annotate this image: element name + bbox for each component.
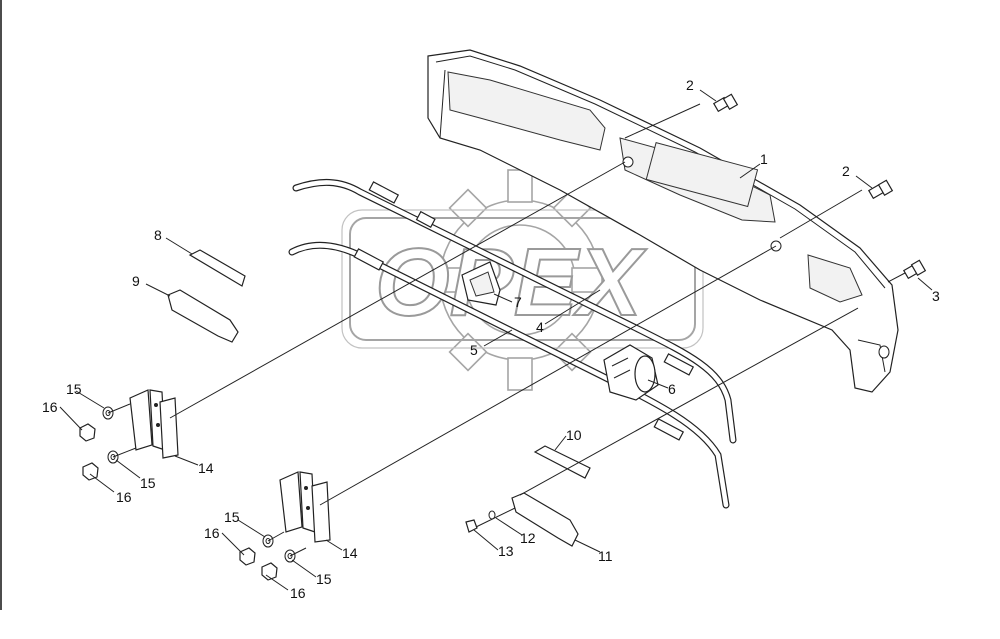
bumper-part-1 bbox=[427, 49, 899, 393]
callout-8: 8 bbox=[154, 227, 162, 243]
assembly-lines bbox=[107, 103, 906, 557]
callout-6: 6 bbox=[668, 381, 676, 397]
nut-part-16b bbox=[82, 462, 99, 481]
bolt-part-3 bbox=[902, 259, 927, 280]
watermark-frame-inner bbox=[341, 209, 704, 349]
callout-14a: 14 bbox=[198, 460, 214, 476]
bracket-part-9 bbox=[167, 289, 239, 343]
callout-16a: 16 bbox=[42, 399, 58, 415]
callout-1: 1 bbox=[760, 151, 768, 167]
bolt-part-2a bbox=[712, 93, 739, 113]
callout-4: 4 bbox=[536, 319, 544, 335]
mount-bracket-part-14b bbox=[279, 471, 331, 543]
callout-16d: 16 bbox=[290, 585, 306, 601]
callout-15b: 15 bbox=[140, 475, 156, 491]
watermark-gear-icon bbox=[437, 169, 603, 391]
callout-11: 11 bbox=[598, 548, 613, 564]
callout-5: 5 bbox=[470, 342, 478, 358]
leader-lines bbox=[59, 89, 933, 591]
callout-14b: 14 bbox=[342, 545, 358, 561]
nut-part-16c bbox=[239, 547, 256, 566]
callout-2a: 2 bbox=[686, 77, 694, 93]
strip-part-10 bbox=[533, 445, 591, 479]
callout-3: 3 bbox=[932, 288, 940, 304]
callout-12: 12 bbox=[520, 530, 536, 546]
mount-bracket-part-14a bbox=[129, 389, 179, 459]
tube-clips bbox=[353, 181, 695, 441]
callout-13: 13 bbox=[498, 543, 514, 559]
callout-16b: 16 bbox=[116, 489, 132, 505]
callout-7: 7 bbox=[514, 294, 522, 310]
callout-15a: 15 bbox=[66, 381, 82, 397]
housing-part-6 bbox=[603, 344, 659, 401]
callout-labels: 1 2 2 3 4 5 6 7 8 9 10 11 12 13 14 14 15… bbox=[42, 77, 940, 601]
strip-part-8 bbox=[188, 249, 246, 287]
callout-15c: 15 bbox=[224, 509, 240, 525]
bolt-part-2b bbox=[867, 179, 894, 200]
bracket-part-7 bbox=[461, 261, 501, 306]
nut-part-16d bbox=[261, 562, 278, 581]
callout-16c: 16 bbox=[204, 525, 220, 541]
callout-15d: 15 bbox=[316, 571, 332, 587]
nut-part-13 bbox=[465, 519, 478, 533]
watermark: OPEX bbox=[341, 169, 704, 391]
tube-part-4 bbox=[292, 178, 737, 444]
callout-10: 10 bbox=[566, 427, 582, 443]
nut-part-16a bbox=[79, 423, 96, 442]
callout-2b: 2 bbox=[842, 163, 850, 179]
callout-9: 9 bbox=[132, 273, 140, 289]
